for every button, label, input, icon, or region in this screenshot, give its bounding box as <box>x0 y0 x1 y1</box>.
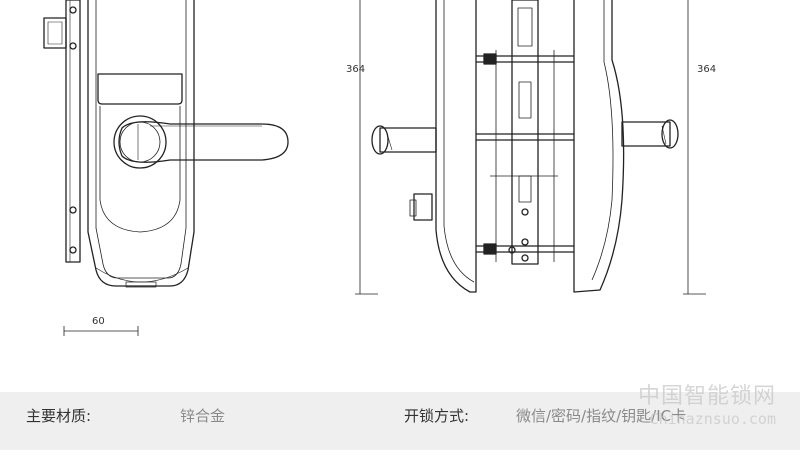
back-view <box>371 0 706 295</box>
material-value: 锌合金 <box>180 407 226 425</box>
dimension-width-60: 60 <box>92 316 105 327</box>
material-label: 主要材质: <box>26 407 92 425</box>
unlock-method-label: 开锁方式: <box>404 407 470 425</box>
side-view-dimension <box>355 0 378 295</box>
lock-technical-drawing: 60 364 364 <box>43 0 716 336</box>
bottom-divider <box>0 450 800 462</box>
spec-table: 主要材质: 锌合金 开锁方式: 微信/密码/指纹/钥匙/IC卡 <box>0 392 800 450</box>
front-view <box>43 0 289 336</box>
unlock-method-value: 微信/密码/指纹/钥匙/IC卡 <box>516 407 687 425</box>
dimension-height-364-side: 364 <box>346 64 365 75</box>
dimension-height-364-back: 364 <box>697 64 716 75</box>
